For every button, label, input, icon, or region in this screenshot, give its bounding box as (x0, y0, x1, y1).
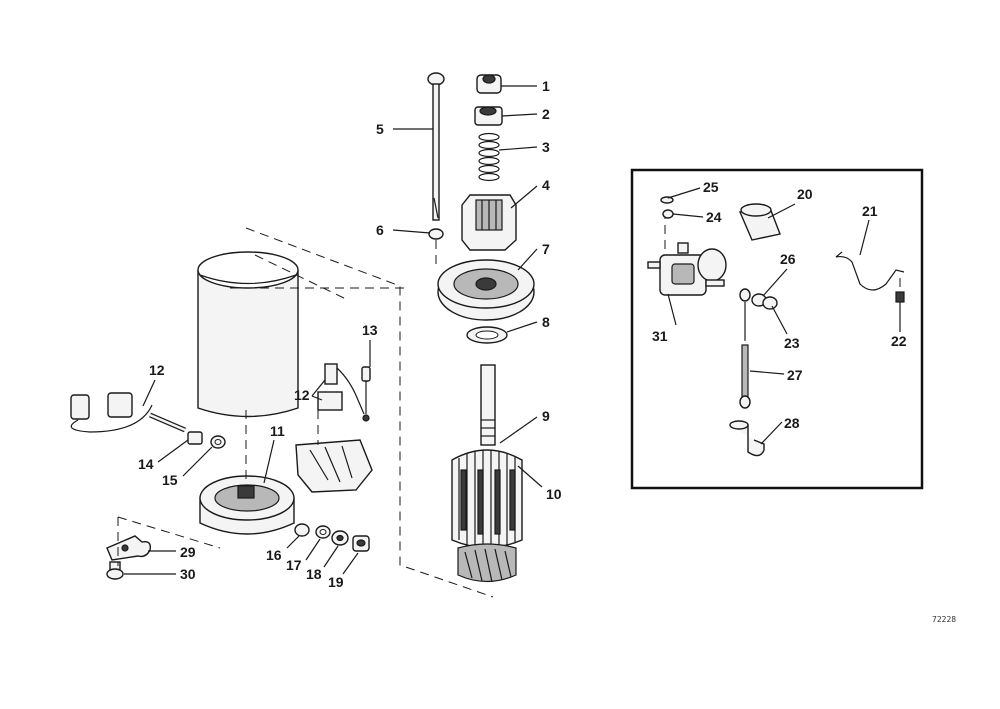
callout-20: 20 (797, 186, 813, 202)
detail-inset-frame (630, 168, 924, 490)
callout-labels: 1 2 3 4 5 6 7 8 9 10 11 12 12 13 14 15 1… (138, 78, 907, 590)
drive-pinion (461, 194, 517, 251)
nut-23 (762, 296, 778, 310)
callout-12-right: 12 (294, 387, 310, 403)
callout-3: 3 (542, 139, 550, 155)
washer-6 (428, 228, 444, 240)
boot-28 (729, 420, 765, 457)
callout-29: 29 (180, 544, 196, 560)
callout-4: 4 (542, 177, 550, 193)
alignment-lines (117, 210, 901, 598)
screw-30 (106, 561, 124, 580)
callout-24: 24 (706, 209, 722, 225)
housing-cylinder (197, 251, 299, 418)
callout-14: 14 (138, 456, 154, 472)
solenoid-31 (647, 242, 727, 296)
leader-lines (124, 85, 901, 575)
callout-23: 23 (784, 335, 800, 351)
callout-18: 18 (306, 566, 322, 582)
bracket-21 (835, 251, 905, 291)
drawing-number: 72228 (932, 615, 956, 624)
callout-1: 1 (542, 78, 550, 94)
clamp-29 (106, 535, 152, 561)
callout-10: 10 (546, 486, 562, 502)
end-cap (437, 259, 535, 321)
screw-22 (895, 291, 905, 303)
callout-11: 11 (270, 423, 285, 439)
nut (476, 74, 502, 94)
callout-25: 25 (703, 179, 719, 195)
callout-8: 8 (542, 314, 550, 330)
brush-lead-assembly (70, 392, 186, 433)
callout-5: 5 (376, 121, 384, 137)
callout-30: 30 (180, 566, 196, 582)
callout-26: 26 (780, 251, 796, 267)
callout-16: 16 (266, 547, 282, 563)
washer-16 (294, 523, 310, 537)
armature (451, 364, 523, 583)
nut-24 (662, 209, 674, 219)
callout-31: 31 (652, 328, 668, 344)
brush-holder (295, 363, 373, 493)
callout-15: 15 (162, 472, 178, 488)
through-bolt (427, 72, 445, 221)
callout-21: 21 (862, 203, 878, 219)
callout-6: 6 (376, 222, 384, 238)
washer-25 (660, 196, 674, 204)
callout-9: 9 (542, 408, 550, 424)
callout-28: 28 (784, 415, 800, 431)
lower-end-cap (199, 475, 295, 535)
callout-27: 27 (787, 367, 803, 383)
callout-12-left: 12 (149, 362, 165, 378)
callout-22: 22 (891, 333, 907, 349)
callout-19: 19 (328, 574, 344, 590)
callout-2: 2 (542, 106, 550, 122)
spring (478, 132, 500, 182)
callout-17: 17 (286, 557, 302, 573)
insulator-14 (187, 431, 203, 445)
spacer (474, 106, 503, 126)
cable-27 (739, 288, 751, 409)
callout-13: 13 (362, 322, 378, 338)
boot-20 (738, 203, 781, 241)
callout-7: 7 (542, 241, 550, 257)
